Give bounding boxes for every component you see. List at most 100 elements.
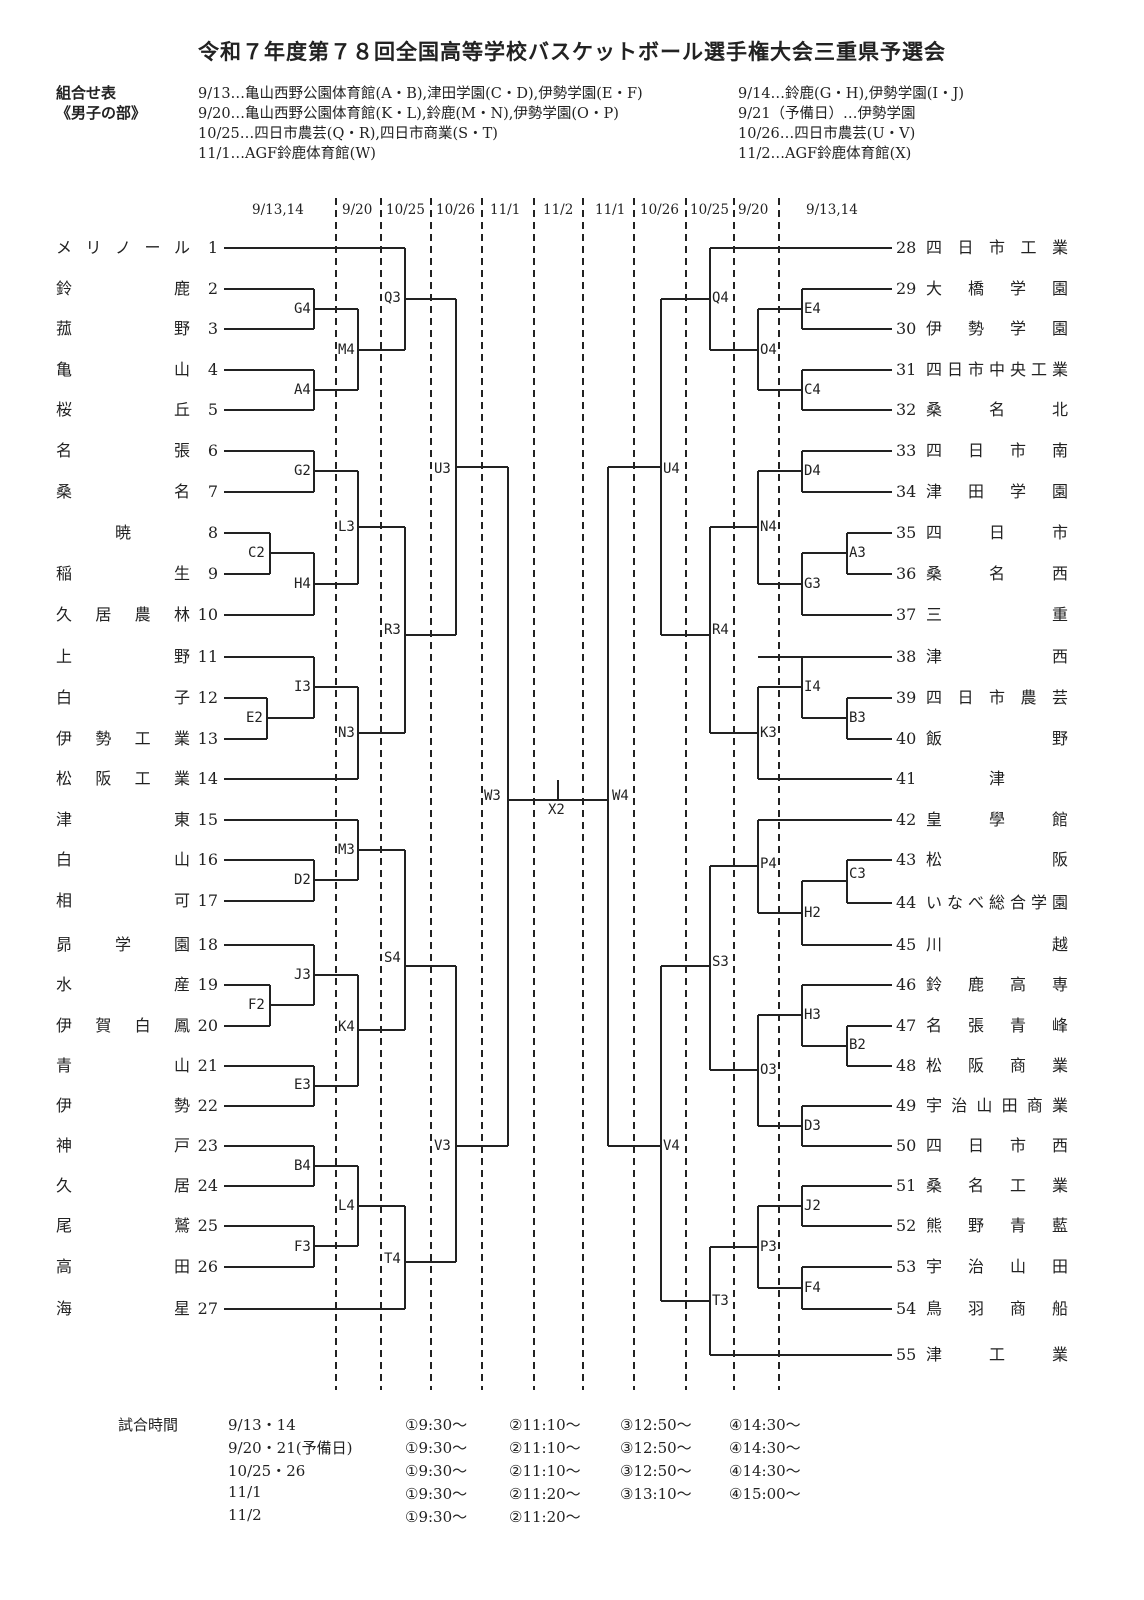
schedule-line: 9/21（予備日）…伊勢学園 <box>738 106 916 122</box>
team-name: 鈴鹿 <box>56 279 190 298</box>
team-name: 四日市工業 <box>926 238 1068 257</box>
match-label: W3 <box>484 788 501 804</box>
date-header: 9/20 <box>738 202 769 218</box>
match-label: M4 <box>338 342 355 358</box>
team-name: いなべ総合学園 <box>926 893 1068 912</box>
team-number: 37 <box>896 605 917 624</box>
team-number: 15 <box>197 810 218 829</box>
times-row: 9/20・21(予備日) ①9:30～ ②11:10～ ③12:50～ ④14:… <box>0 1437 1144 1457</box>
team-name: 海星 <box>56 1299 190 1318</box>
times-slot: ①9:30～ <box>405 1485 468 1503</box>
team-name: 四日市南 <box>926 441 1068 460</box>
times-slot: ①9:30～ <box>405 1508 468 1526</box>
times-slot: ④14:30～ <box>729 1462 801 1480</box>
schedule-line: 10/26…四日市農芸(U・V) <box>738 126 916 142</box>
times-slot: ②11:20～ <box>509 1508 581 1526</box>
team-number: 50 <box>896 1136 917 1155</box>
team-number: 21 <box>197 1056 218 1075</box>
right-bracket <box>607 247 892 1356</box>
bracket-label: 組合せ表 <box>56 84 117 102</box>
match-label: G2 <box>294 463 311 479</box>
match-label: S4 <box>384 950 401 966</box>
team-name: 大橋学園 <box>926 279 1068 298</box>
date-header: 10/26 <box>436 202 475 218</box>
team-name: 桑名西 <box>926 564 1068 583</box>
team-name: 桑名工業 <box>926 1176 1068 1195</box>
match-label: P4 <box>760 856 777 872</box>
match-label: C2 <box>248 545 265 561</box>
team-name: 津工業 <box>926 1345 1068 1364</box>
team-number: 13 <box>197 729 218 748</box>
match-label: K3 <box>760 725 777 741</box>
match-label: T3 <box>712 1293 729 1309</box>
team-number: 31 <box>896 360 917 379</box>
team-name: 松阪商業 <box>926 1056 1068 1075</box>
match-label: J3 <box>294 967 311 983</box>
team-name: 飯野 <box>926 729 1068 748</box>
team-number: 49 <box>896 1096 917 1115</box>
left-bracket <box>224 247 608 1310</box>
team-number: 20 <box>197 1016 218 1035</box>
division-label: 《男子の部》 <box>56 104 147 122</box>
times-date: 9/13・14 <box>228 1416 296 1434</box>
match-label: H3 <box>804 1007 821 1023</box>
team-name: 白子 <box>56 688 190 707</box>
times-row: 11/2 ①9:30～ ②11:20～ <box>0 1506 1144 1526</box>
schedule-line: 11/2…AGF鈴鹿体育館(X) <box>738 146 912 162</box>
team-number: 41 <box>896 769 917 788</box>
team-name: 暁 <box>114 523 131 542</box>
match-label: X2 <box>548 802 565 818</box>
team-number: 35 <box>896 523 917 542</box>
times-row: 10/25・26 ①9:30～ ②11:10～ ③12:50～ ④14:30～ <box>0 1460 1144 1480</box>
team-name: 熊野青藍 <box>926 1216 1068 1235</box>
team-name: 名張青峰 <box>926 1016 1068 1035</box>
match-label: H4 <box>294 576 311 592</box>
times-row: 9/13・14 ①9:30～ ②11:10～ ③12:50～ ④14:30～ <box>0 1414 1144 1434</box>
team-number: 26 <box>197 1257 218 1276</box>
team-number: 40 <box>896 729 917 748</box>
page-title: 令和７年度第７８回全国高等学校バスケットボール選手権大会三重県予選会 <box>198 39 946 64</box>
times-slot: ③12:50～ <box>620 1416 692 1434</box>
match-label: W4 <box>612 788 629 804</box>
match-label: U3 <box>434 461 451 477</box>
times-date: 10/25・26 <box>228 1462 306 1480</box>
team-number: 12 <box>197 688 218 707</box>
date-header: 9/13,14 <box>252 202 304 218</box>
match-label: F3 <box>294 1239 311 1255</box>
date-header: 11/1 <box>595 202 626 218</box>
match-label: E3 <box>294 1077 311 1093</box>
times-slot: ②11:20～ <box>509 1485 581 1503</box>
times-date: 9/20・21(予備日) <box>228 1439 353 1457</box>
match-label: M3 <box>338 842 355 858</box>
schedule-line: 9/14…鈴鹿(G・H),伊勢学園(I・J) <box>738 86 965 102</box>
match-label: I4 <box>804 679 821 695</box>
team-number: 5 <box>207 400 218 419</box>
team-name: 宇治山田商業 <box>926 1096 1068 1115</box>
match-label: N4 <box>760 519 777 535</box>
team-name: 松阪 <box>926 850 1068 869</box>
team-number: 18 <box>197 935 218 954</box>
team-name: 相可 <box>56 891 190 910</box>
match-label: L4 <box>338 1198 355 1214</box>
team-number: 16 <box>197 850 218 869</box>
team-number: 53 <box>896 1257 917 1276</box>
match-label: F4 <box>804 1280 821 1296</box>
team-number: 10 <box>197 605 218 624</box>
team-number: 33 <box>896 441 917 460</box>
team-number: 19 <box>197 975 218 994</box>
match-label: O4 <box>760 342 777 358</box>
match-label: Q4 <box>712 290 729 306</box>
team-name: 四日市農芸 <box>926 688 1068 707</box>
date-header: 10/26 <box>640 202 679 218</box>
match-label: G4 <box>294 301 311 317</box>
times-slot: ②11:10～ <box>509 1416 581 1434</box>
times-slot: ②11:10～ <box>509 1439 581 1457</box>
times-row: 11/1 ①9:30～ ②11:20～ ③13:10～ ④15:00～ <box>0 1483 1144 1503</box>
team-name: 神戸 <box>56 1136 190 1155</box>
team-number: 22 <box>197 1096 218 1115</box>
team-name: 白山 <box>56 850 190 869</box>
team-number: 11 <box>197 647 218 666</box>
team-number: 46 <box>896 975 917 994</box>
match-label: C4 <box>804 382 821 398</box>
